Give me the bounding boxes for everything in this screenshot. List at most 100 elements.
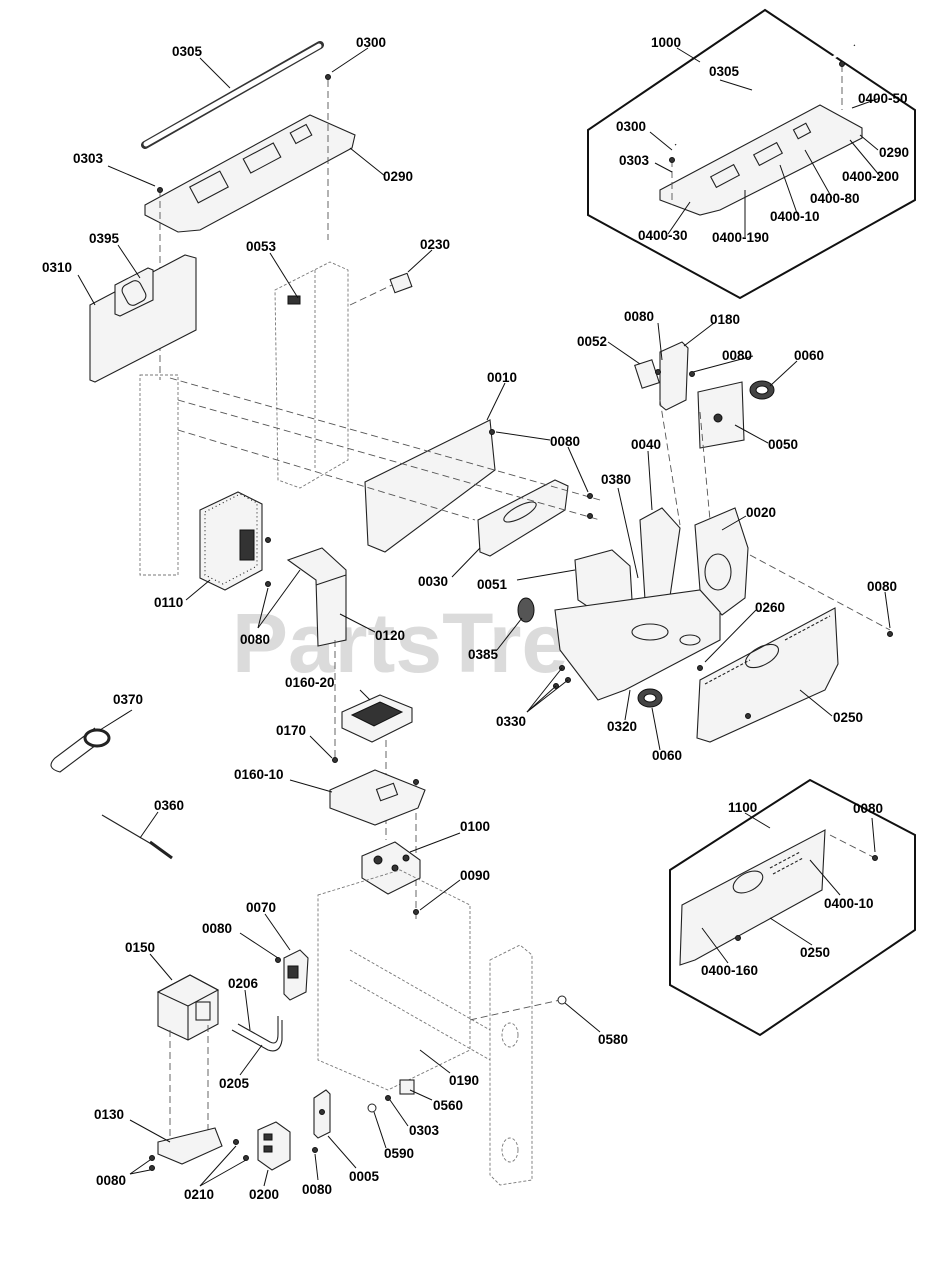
callout-0400-160: 0400-160 [701, 963, 758, 978]
callout-0305-inset: 0305 [709, 64, 740, 79]
inset-1100 [669, 778, 916, 1037]
bracket-0005 [313, 1089, 331, 1139]
frame-0053 [274, 261, 349, 489]
callout-0260: 0260 [755, 600, 785, 615]
grommet-0580 [557, 995, 567, 1005]
callout-0210: 0210 [184, 1187, 214, 1202]
inset-panel-0250 [679, 829, 826, 966]
callout-0080-d: 0080 [867, 579, 897, 594]
callout-0320: 0320 [607, 719, 637, 734]
callout-0206: 0206 [228, 976, 259, 991]
inset-cover-0290 [659, 104, 863, 216]
callout-0052: 0052 [577, 334, 607, 349]
callout-0250-inset: 0250 [800, 945, 830, 960]
plate-0010 [364, 419, 496, 553]
wheel-0060-bottom [637, 688, 663, 708]
callout-0170: 0170 [276, 723, 306, 738]
bracket-0030 [477, 479, 569, 557]
callout-0120: 0120 [375, 628, 405, 643]
callout-0400-50: 0400-50 [858, 91, 908, 106]
callout-0400-10-inset2: 0400-10 [824, 896, 874, 911]
fasteners [149, 61, 893, 1171]
callout-0580: 0580 [598, 1032, 628, 1047]
watermark: PartsTree TM [232, 596, 702, 690]
display-0160-20 [341, 694, 413, 743]
inset-1000 [587, 8, 916, 300]
callout-0200: 0200 [249, 1187, 279, 1202]
callout-0250: 0250 [833, 710, 863, 725]
callout-0160-10: 0160-10 [234, 767, 284, 782]
cover-assembly [141, 41, 356, 380]
callout-0010: 0010 [487, 370, 517, 385]
callout-0080-h: 0080 [96, 1173, 126, 1188]
callout-0100: 0100 [460, 819, 490, 834]
callout-0400-200: 0400-200 [842, 169, 899, 184]
callout-0400-190: 0400-190 [712, 230, 769, 245]
callout-0303: 0303 [73, 151, 104, 166]
callout-0060-top: 0060 [794, 348, 824, 363]
callout-0080-e: 0080 [240, 632, 270, 647]
callout-0090: 0090 [460, 868, 490, 883]
callout-0305: 0305 [172, 44, 203, 59]
terminal-0200 [257, 1121, 291, 1171]
callout-0051: 0051 [477, 577, 508, 592]
switch-0070 [283, 949, 309, 1001]
callout-0370: 0370 [113, 692, 143, 707]
callout-0080-c: 0080 [550, 434, 580, 449]
callout-0070: 0070 [246, 900, 276, 915]
lower-frame-0190 [317, 869, 561, 1186]
callout-0020: 0020 [746, 505, 776, 520]
callout-0080-b: 0080 [722, 348, 752, 363]
plate-0130 [157, 1127, 223, 1165]
callout-0080-g: 0080 [202, 921, 232, 936]
callout-0130: 0130 [94, 1107, 124, 1122]
callout-0060-bottom: 0060 [652, 748, 682, 763]
callout-0110: 0110 [154, 595, 183, 610]
inset-1100-frame [669, 778, 916, 1037]
grommet-0385 [517, 597, 535, 623]
transformer-0150 [156, 974, 220, 1041]
plate-0160-10 [329, 769, 426, 826]
callout-0310: 0310 [42, 260, 72, 275]
callout-0053: 0053 [246, 239, 277, 254]
callout-0385: 0385 [468, 647, 499, 662]
left-post-phantom [139, 374, 179, 576]
callout-0300: 0300 [356, 35, 386, 50]
callout-0400-30: 0400-30 [638, 228, 688, 243]
callout-0080-f: 0080 [853, 801, 883, 816]
callout-0230: 0230 [420, 237, 450, 252]
bracket-0052 [634, 359, 660, 389]
callout-0380: 0380 [601, 472, 631, 487]
callout-0150: 0150 [125, 940, 155, 955]
control-box-0110 [199, 491, 263, 591]
callout-0080-a: 0080 [624, 309, 654, 324]
callout-0050: 0050 [768, 437, 798, 452]
cover-0290 [144, 114, 356, 233]
callout-0395: 0395 [89, 231, 120, 246]
duct-0120 [286, 547, 347, 647]
bracket-0180 [659, 341, 689, 411]
cord-0370 [50, 727, 111, 773]
callout-0205: 0205 [219, 1076, 250, 1091]
callout-0290: 0290 [383, 169, 413, 184]
board-0100 [361, 841, 421, 895]
probe-0360 [101, 814, 173, 860]
callout-0180: 0180 [710, 312, 740, 327]
callout-0400-80: 0400-80 [810, 191, 860, 206]
panel-0310 [89, 254, 197, 383]
callout-0303-inset: 0303 [619, 153, 650, 168]
callout-labels: 0305 0300 0303 0290 0395 0310 0053 0230 … [42, 35, 909, 1202]
main-housing [554, 507, 749, 701]
callout-0303-lower: 0303 [409, 1123, 440, 1138]
callout-0005: 0005 [349, 1169, 380, 1184]
callout-0290-inset: 0290 [879, 145, 909, 160]
washer-0590 [367, 1103, 377, 1113]
callout-1000: 1000 [651, 35, 681, 50]
callout-0030: 0030 [418, 574, 448, 589]
bracket-0040 [639, 507, 681, 611]
callout-0190: 0190 [449, 1073, 479, 1088]
callout-0400-10-inset: 0400-10 [770, 209, 820, 224]
callout-1100: 1100 [728, 800, 757, 815]
callout-0040: 0040 [631, 437, 661, 452]
